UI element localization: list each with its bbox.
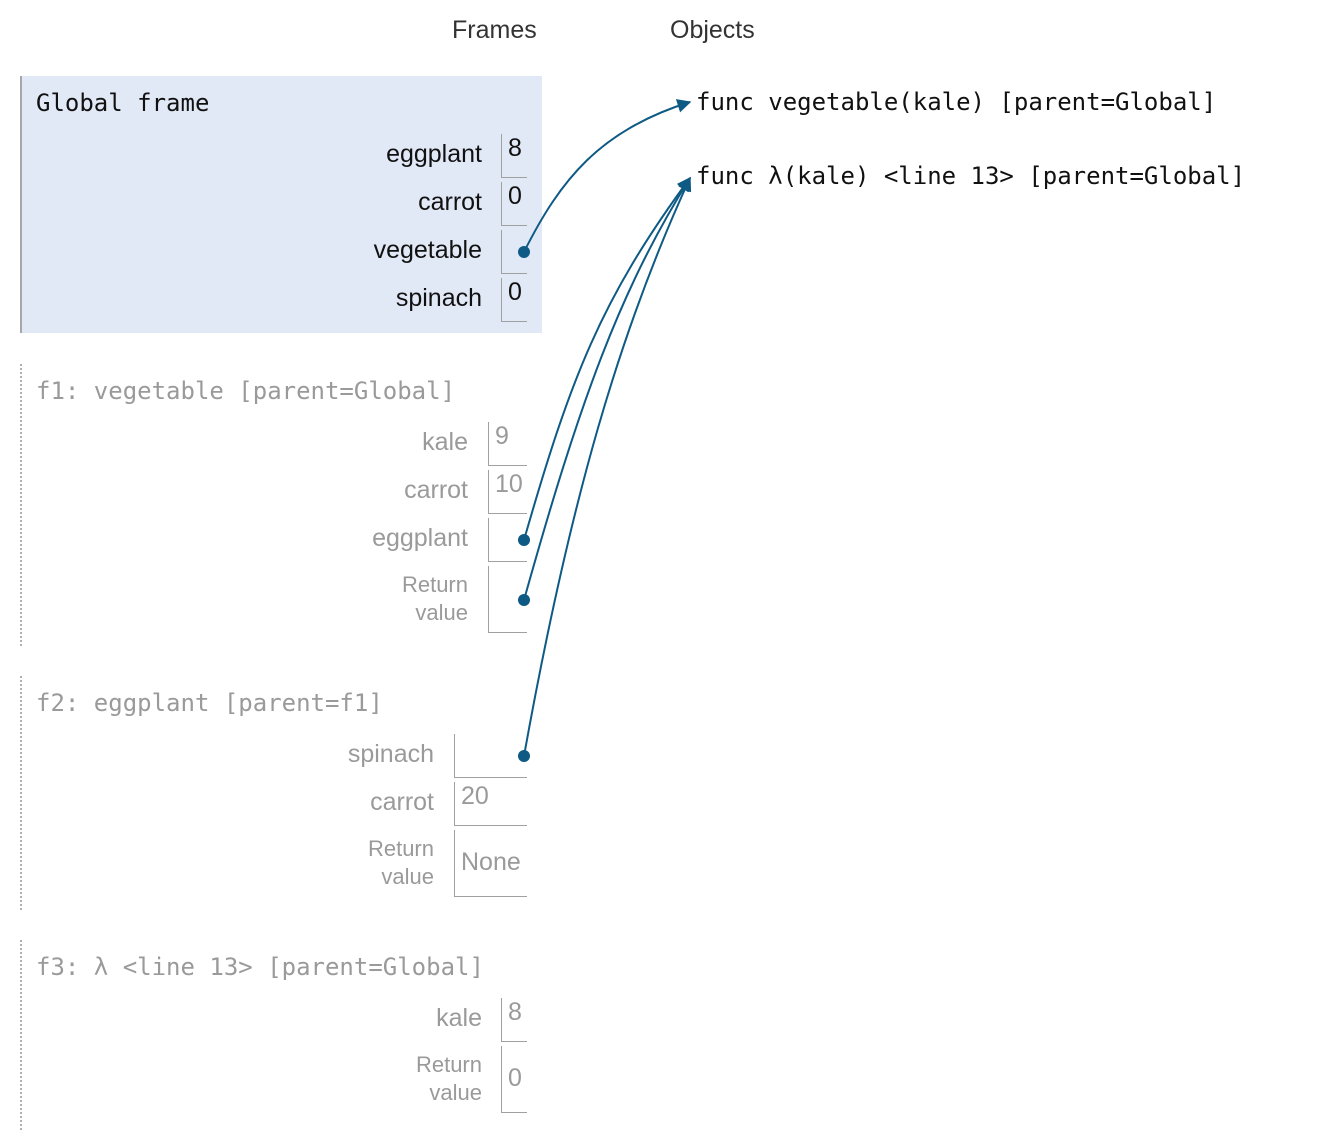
f1-var-carrot: carrot [404,476,468,504]
frame-f1: f1: vegetable [parent=Global] kale 9 car… [20,364,542,646]
f1-var-eggplant: eggplant [372,524,468,552]
frame-f2: f2: eggplant [parent=f1] spinach carrot … [20,676,542,910]
global-var-eggplant: eggplant [386,140,482,168]
arrow-vegetable-to-func-vegetable [523,99,692,253]
global-var-vegetable: vegetable [373,236,482,264]
f2-var-carrot: carrot [370,788,434,816]
pointer-dot-f2-spinach [518,750,530,762]
f2-title: f2: eggplant [parent=f1] [36,689,383,717]
f3-val-kale: 8 [501,998,527,1042]
global-val-spinach: 0 [501,278,527,322]
frame-f3: f3: λ <line 13> [parent=Global] kale 8 R… [20,940,542,1130]
f3-var-kale: kale [436,1004,482,1032]
f3-return-line1: Return [415,1052,482,1077]
global-val-vegetable [501,230,527,274]
f1-return-value [488,566,527,633]
f1-title: f1: vegetable [parent=Global] [36,377,456,405]
global-frame-title: Global frame [36,89,210,117]
f2-val-spinach [454,734,527,778]
frames-header: Frames [452,16,537,44]
f2-val-carrot: 20 [454,782,527,826]
f1-var-kale: kale [422,428,468,456]
global-var-carrot: carrot [418,188,482,216]
f2-return-label: Return value [368,835,434,891]
f2-return-line2: value [381,864,434,889]
global-frame: Global frame eggplant 8 carrot 0 vegetab… [20,76,542,333]
global-val-eggplant: 8 [501,134,527,178]
objects-header: Objects [670,16,755,44]
pointer-dot-f1-eggplant [518,534,530,546]
object-func-vegetable: func vegetable(kale) [parent=Global] [696,88,1217,116]
arrow-f1-eggplant-to-lambda [523,176,691,541]
f2-var-spinach: spinach [347,740,434,768]
f1-return-label: Return value [402,571,468,627]
pointer-dot-f1-return [518,594,530,606]
global-var-spinach: spinach [395,284,482,312]
f1-val-kale: 9 [488,422,527,466]
f2-return-value: None [454,830,527,897]
f3-title: f3: λ <line 13> [parent=Global] [36,953,484,981]
arrow-f2-spinach-to-lambda [523,176,692,757]
pointer-dot-global-vegetable [518,246,530,258]
object-func-lambda: func λ(kale) <line 13> [parent=Global] [696,162,1246,190]
f2-return-line1: Return [367,836,434,861]
f3-return-value: 0 [501,1046,527,1113]
f1-return-line2: value [415,600,468,625]
f1-val-eggplant [488,518,527,562]
f3-return-line2: value [429,1080,482,1105]
f3-return-label: Return value [416,1051,482,1107]
f1-return-line1: Return [401,572,468,597]
global-val-carrot: 0 [501,182,527,226]
f1-val-carrot: 10 [488,470,527,514]
arrow-f1-return-to-lambda [523,176,691,601]
